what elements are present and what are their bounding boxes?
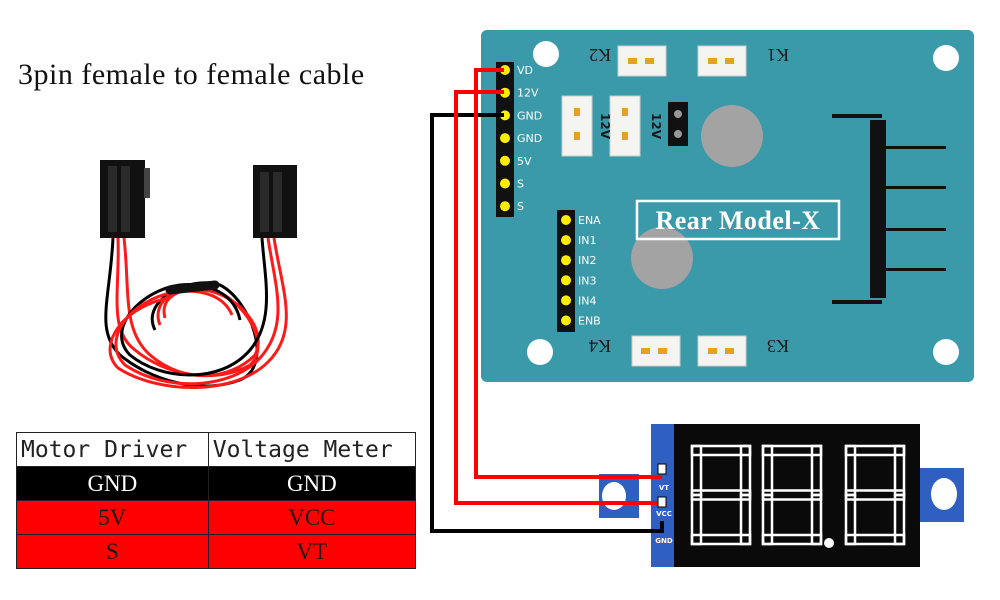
input-pin-label: IN3 — [578, 274, 596, 287]
power-terminal-2 — [609, 95, 641, 157]
table-row: GND GND — [16, 466, 417, 501]
input-pin-label: IN4 — [578, 294, 596, 307]
table-cell: S — [16, 534, 209, 569]
power-pin-label: 5V — [517, 155, 532, 168]
digit-segment — [690, 493, 703, 546]
motor-driver-board: K2 K1 K4 K3 12V 12V Rear Model- — [481, 30, 974, 382]
heatsink-circle — [701, 105, 763, 167]
table-cell: VT — [207, 534, 417, 569]
mount-hole — [527, 339, 553, 365]
input-pin — [561, 275, 571, 286]
wires — [430, 68, 667, 533]
terminal-label-k4: K4 — [589, 336, 611, 356]
terminal-k4 — [631, 335, 681, 367]
heatsink — [870, 120, 886, 298]
meter-pin-vt: VT — [659, 484, 669, 492]
meter-pin-gnd: GND — [655, 537, 673, 545]
model-label: Rear Model-X — [655, 206, 820, 235]
terminal-label-k2: K2 — [589, 45, 611, 65]
terminal-k2 — [617, 45, 667, 77]
digit-segment — [893, 493, 906, 546]
mount-hole — [533, 41, 559, 67]
table-row: 5V VCC — [16, 500, 417, 535]
chip-circle — [631, 227, 693, 289]
power-pin-label: VD — [517, 64, 533, 77]
input-pin-label: IN1 — [578, 234, 596, 247]
terminal-k1 — [697, 45, 747, 77]
meter-pin-vcc: VCC — [656, 510, 672, 518]
power-pin — [500, 65, 510, 75]
power-pin — [500, 201, 510, 212]
meter-pcb — [651, 424, 677, 567]
table-header-row: Motor Driver Voltage Meter — [16, 432, 417, 467]
terminal-label-k3: K3 — [767, 336, 789, 356]
digit-segment — [844, 493, 857, 546]
cable-caption: 3pin female to female cable — [18, 58, 365, 91]
power-pin-label: GND — [517, 132, 542, 145]
model-label-box — [635, 199, 841, 241]
jumper-label-2: 12V — [649, 113, 663, 140]
table-header-cell: Voltage Meter — [207, 432, 417, 467]
input-pin-label: ENA — [578, 214, 601, 227]
power-pin-label: S — [517, 200, 524, 213]
cable-image — [100, 160, 297, 389]
power-pin — [500, 178, 510, 189]
digit-segment — [739, 493, 752, 546]
voltage-meter: VT VCC GND — [599, 424, 964, 567]
digit-segment — [810, 493, 823, 546]
wire-vd — [474, 68, 662, 479]
input-pin-label: IN2 — [578, 254, 596, 267]
table-cell: VCC — [207, 500, 417, 535]
mount-hole — [933, 339, 959, 365]
power-terminal-1 — [561, 95, 593, 157]
table-header-cell: Motor Driver — [16, 432, 209, 467]
table-cell: 5V — [16, 500, 209, 535]
input-pin — [561, 215, 571, 225]
input-pin — [561, 315, 571, 326]
seven-segment-digits — [690, 444, 906, 546]
table-row: S VT — [16, 534, 417, 569]
input-pin — [561, 235, 571, 246]
connection-table: Motor Driver Voltage Meter GND GND 5V VC… — [16, 432, 417, 569]
digit-segment — [761, 493, 774, 546]
input-pin — [561, 255, 571, 266]
input-pin — [561, 295, 571, 306]
table-cell: GND — [16, 466, 209, 501]
power-pin-label: S — [517, 178, 524, 191]
jumper — [668, 102, 688, 146]
input-header — [557, 210, 575, 332]
table-cell: GND — [207, 466, 417, 501]
input-pin-label: ENB — [578, 315, 601, 328]
jumper-label-1: 12V — [598, 113, 612, 140]
wire-12v — [454, 90, 662, 505]
power-pin-label: GND — [517, 109, 542, 122]
terminal-k3 — [697, 335, 747, 367]
decimal-point — [824, 538, 834, 548]
power-pin — [500, 133, 510, 144]
power-pin — [500, 110, 510, 121]
terminal-label-k1: K1 — [767, 45, 789, 65]
mount-hole — [933, 45, 959, 71]
power-pin-label: 12V — [517, 87, 539, 100]
power-pin — [500, 155, 510, 166]
